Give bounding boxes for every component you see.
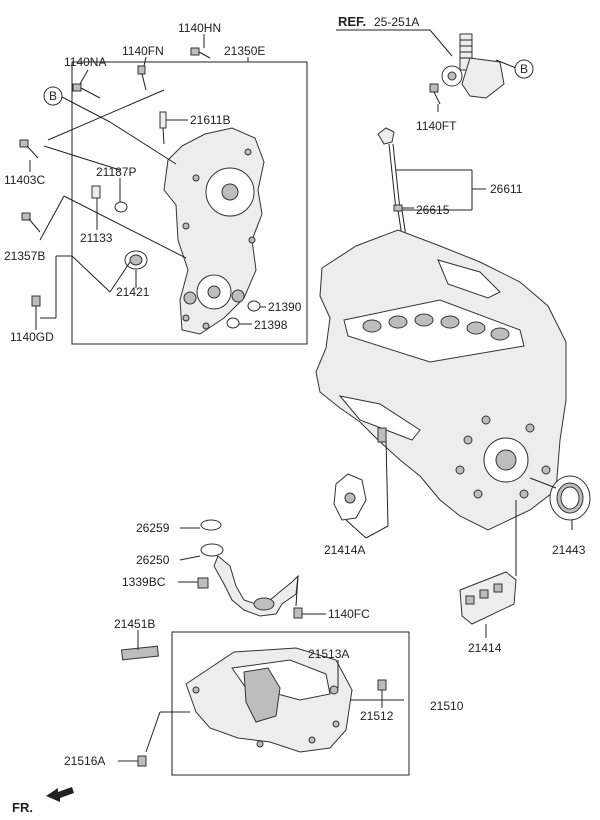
part-label-21443: 21443 (552, 543, 586, 557)
timing-cover-group-box (71, 61, 308, 345)
leader-lines (29, 29, 573, 762)
oil-pan-group-box (171, 631, 410, 776)
part-label-1140FT: 1140FT (416, 119, 457, 133)
part-label-21390: 21390 (268, 300, 302, 314)
bolt-1140HN (190, 47, 211, 59)
bolt-21516A (137, 755, 147, 767)
part-label-21350E: 21350E (224, 44, 265, 58)
callout-marker-text: B (49, 89, 57, 103)
part-label-21516A: 21516A (64, 754, 105, 768)
gasket-21187P (114, 201, 128, 213)
bolt-21357B (21, 212, 41, 233)
bolt-1140FN (137, 65, 147, 91)
reference-code: 25-251A (374, 15, 419, 29)
reference-prefix: REF. (338, 14, 366, 29)
bolt-1140FC (293, 607, 303, 619)
cover-gasket-21414A (333, 473, 367, 521)
part-label-1140FN: 1140FN (122, 44, 164, 58)
timing-chain-cover (163, 127, 265, 335)
part-label-21513A: 21513A (308, 647, 349, 661)
part-label-26611: 26611 (490, 182, 523, 196)
part-label-21414A: 21414A (324, 543, 365, 557)
part-label-1339BC: 1339BC (122, 575, 166, 589)
callout-circle-left: B (43, 86, 63, 106)
dowel-pin-21133 (91, 185, 101, 199)
part-label-21414: 21414 (468, 641, 502, 655)
part-label-21421: 21421 (116, 285, 150, 299)
part-label-11403C: 11403C (4, 173, 45, 187)
rear-oil-seal-21443 (549, 475, 591, 521)
tensioner-assembly (429, 33, 505, 105)
part-label-21133: 21133 (80, 231, 113, 245)
drain-plug-21512 (377, 679, 387, 691)
part-label-21187P: 21187P (96, 165, 136, 179)
part-label-26615: 26615 (416, 203, 450, 217)
part-label-21611B: 21611B (190, 113, 230, 127)
bolt-1140NA (72, 83, 101, 99)
plug-21513A (329, 685, 339, 695)
callout-circle-right: B (514, 59, 534, 79)
gasket-21451B (121, 645, 159, 661)
cylinder-block (315, 229, 567, 531)
part-label-1140NA: 1140NA (64, 55, 106, 69)
part-label-1140GD: 1140GD (10, 330, 54, 344)
callout-marker-text: B (520, 62, 528, 76)
o-ring-21390 (247, 300, 261, 312)
front-marker-text: FR. (12, 800, 33, 815)
stud-21611B (159, 111, 167, 145)
part-label-26250: 26250 (136, 553, 170, 567)
front-oil-seal-21421 (124, 250, 148, 270)
bolt-1339BC (197, 577, 209, 589)
oil-pan-21510 (185, 647, 353, 753)
part-label-21398: 21398 (254, 318, 288, 332)
part-label-21451B: 21451B (114, 617, 155, 631)
o-ring-21398 (226, 317, 240, 329)
part-label-1140HN: 1140HN (178, 21, 221, 35)
part-label-26259: 26259 (136, 521, 170, 535)
bolt-1140GD (31, 295, 41, 307)
bolt-11403C (19, 139, 39, 159)
baffle-plate-21414 (459, 571, 517, 625)
part-label-21512: 21512 (360, 709, 394, 723)
part-label-1140FC: 1140FC (328, 607, 370, 621)
oil-strainer-26250 (200, 519, 299, 617)
part-label-21510: 21510 (430, 699, 464, 713)
front-direction-arrow-icon (46, 787, 74, 802)
part-label-21357B: 21357B (4, 249, 45, 263)
